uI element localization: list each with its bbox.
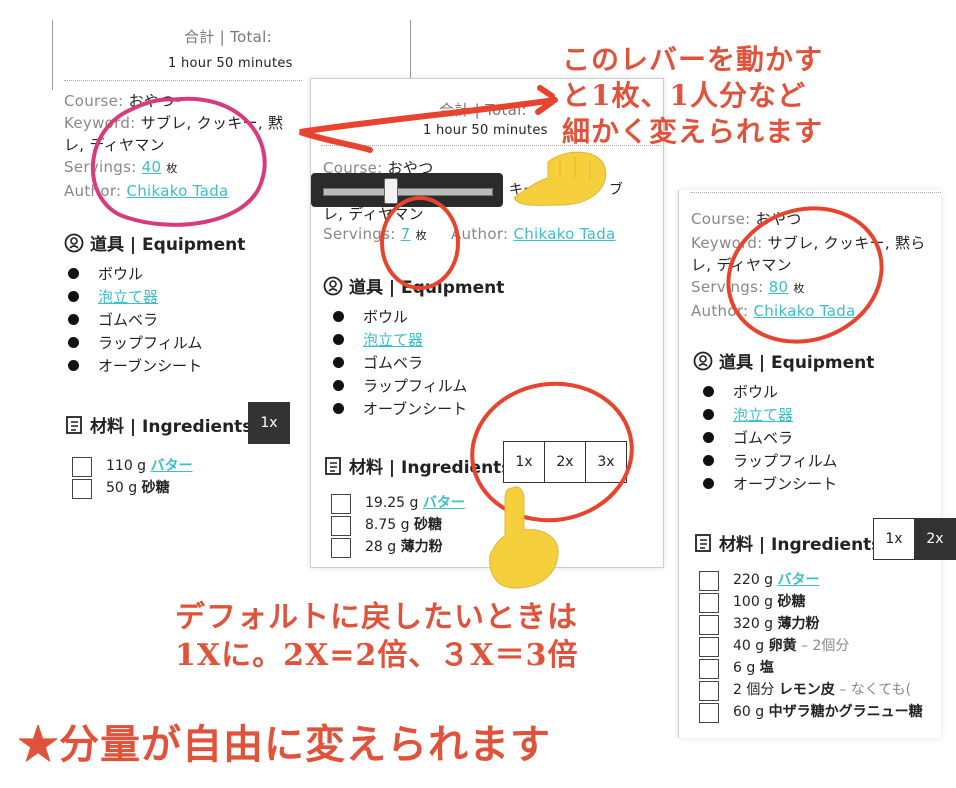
servings-row: Servings: 40 枚 [64,158,178,176]
equipment-item: ラップフィルム [329,376,467,399]
slider-track [323,188,493,196]
ingredient-link[interactable]: バター [150,458,193,474]
equipment-icon [693,351,713,370]
pink-circle [90,96,267,227]
equipment-icon [64,233,84,252]
ingredients-heading: 材料 | Ingredients [693,530,881,555]
ingredients-heading: 材料 | Ingredients [64,412,252,437]
course-row: Course: おやつ [323,159,434,177]
author-row: Author: Chikako Tada [64,182,229,200]
scale-buttons: 1x 2x [873,518,956,560]
top-note-line-3: 細かく変えられます [562,115,824,148]
equipment-item: ボウル [329,307,467,330]
red-circle-buttons [470,381,634,523]
author-link[interactable]: Chikako Tada [126,182,229,200]
equipment-item: 泡立て器 [329,330,467,353]
equipment-item: オーブンシート [329,399,467,422]
ingredient-row[interactable]: 8.75 g 砂糖 [331,515,465,537]
ingredient-row[interactable]: 19.25 g バター [331,493,465,515]
ingredients-icon [66,415,82,434]
ingredient-list: 110 g バター 50 g 砂糖 [72,456,193,500]
ingredient-list: 19.25 g バター 8.75 g 砂糖 28 g 薄力粉 [331,493,465,559]
servings-row: Servings: 7 枚 [323,225,427,243]
ingredient-row[interactable]: 2 個分 レモン皮 – なくても( [699,680,923,702]
top-note-line-1: このレバーを動かす [562,43,824,76]
red-arrow-head [535,85,555,115]
scale-buttons: 1x 2x 3x [503,441,627,483]
keyword-wrap: レ, ディヤマン [691,256,792,274]
slider-thumb[interactable] [384,178,399,204]
ingredient-row[interactable]: 60 g 中ザラ糖かグラニュー糖 [699,702,923,724]
keyword-wrap: レ, ディヤマン [64,136,165,154]
ingredient-row[interactable]: 220 g バター [699,570,923,592]
author-link[interactable]: Chikako Tada [513,225,616,243]
equipment-item: ボウル [699,382,837,405]
equipment-item: 泡立て器 [699,405,837,428]
ingredient-row[interactable]: 50 g 砂糖 [72,478,193,500]
bottom-note-line-1: デフォルトに戻したいときは [175,600,578,635]
red-arrow [299,97,558,153]
equipment-link[interactable]: 泡立て器 [363,331,424,349]
headline: ★分量が自由に変えられます [18,721,551,768]
red-circle-small [380,196,460,290]
servings-input[interactable]: 80 [768,278,789,296]
recipe-panel-mid: 合計 | Total: 1 hour 50 minutes Course: おや… [310,78,664,568]
bottom-note-line-2: 1Xに。2X=2倍、３X＝3倍 [175,638,579,673]
equipment-item: ゴムベラ [699,428,837,451]
scale-2x-button[interactable]: 2x [545,442,586,482]
top-note-line-2: と1枚、1人分など [562,79,806,112]
equipment-heading: 道具 | Equipment [693,348,874,373]
ingredient-link[interactable]: バター [777,572,820,588]
equipment-item: ゴムベラ [64,310,202,333]
scale-buttons: 1x [248,402,290,444]
keyword-wrap: レ, ディヤマン [323,205,424,223]
equipment-list: ボウル 泡立て器 ゴムベラ ラップフィルム オーブンシート [64,264,202,379]
ingredients-icon [325,456,341,475]
scale-3x-button[interactable]: 3x [586,442,626,482]
equipment-link[interactable]: 泡立て器 [733,406,794,424]
total-value: 1 hour 50 minutes [423,123,548,138]
total-label: 合計 | Total: [184,28,272,46]
keyword-tail-2: ブ [609,182,624,198]
equipment-item: オーブンシート [699,474,837,497]
ingredient-row[interactable]: 320 g 薄力粉 [699,614,923,636]
ingredients-icon [695,533,711,552]
author-link[interactable]: Chikako Tada [753,302,856,320]
equipment-list: ボウル 泡立て器 ゴムベラ ラップフィルム オーブンシート [699,382,837,497]
equipment-heading: 道具 | Equipment [64,230,245,255]
ingredient-row[interactable]: 40 g 卵黄 – 2個分 [699,636,923,658]
equipment-item: ゴムベラ [329,353,467,376]
hand-icon-bottom [489,486,559,589]
scale-1x-button[interactable]: 1x [874,519,915,559]
equipment-link[interactable]: 泡立て器 [98,288,159,306]
equipment-item: オーブンシート [64,356,202,379]
ingredient-row[interactable]: 6 g 塩 [699,658,923,680]
ingredient-list: 220 g バター 100 g 砂糖 320 g 薄力粉 40 g 卵黄 – 2… [699,570,923,724]
ingredient-row[interactable]: 28 g 薄力粉 [331,537,465,559]
equipment-item: ボウル [64,264,202,287]
ingredient-row[interactable]: 100 g 砂糖 [699,592,923,614]
equipment-list: ボウル 泡立て器 ゴムベラ ラップフィルム オーブンシート [329,307,467,422]
equipment-item: ラップフィルム [64,333,202,356]
ingredient-link[interactable]: バター [422,495,465,511]
author-row: Author: Chikako Tada [451,225,616,243]
ingredient-row[interactable]: 110 g バター [72,456,193,478]
hand-icon-top [513,151,607,206]
equipment-item: 泡立て器 [64,287,202,310]
servings-slider[interactable] [311,173,503,207]
equipment-icon [323,276,343,295]
equipment-item: ラップフィルム [699,451,837,474]
total-value: 1 hour 50 minutes [168,56,293,71]
servings-input[interactable]: 7 [400,225,411,243]
red-circle-right [726,206,884,344]
scale-1x-button[interactable]: 1x [249,403,289,443]
scale-2x-button[interactable]: 2x [915,519,955,559]
divider [410,20,411,80]
servings-input[interactable]: 40 [141,158,162,176]
scale-1x-button[interactable]: 1x [504,442,545,482]
recipe-panel-right: Course: おやつ Keyword: サブレ, クッキー, 黙ら レ, ディ… [678,190,956,738]
